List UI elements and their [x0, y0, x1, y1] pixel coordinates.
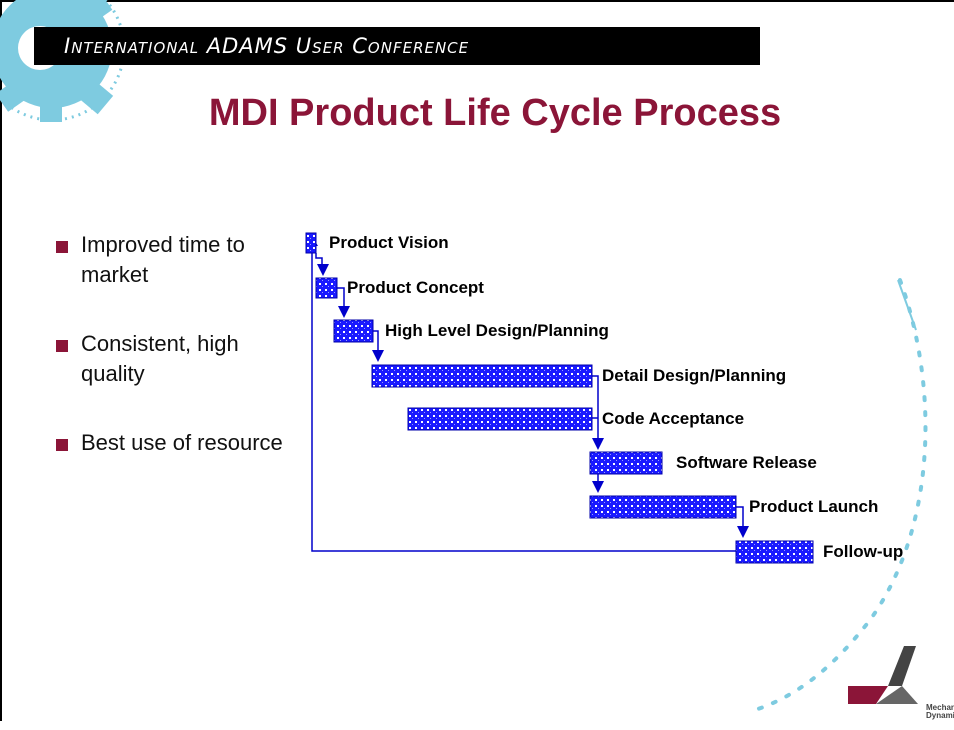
slide-title: MDI Product Life Cycle Process — [208, 92, 782, 134]
task-label: Software Release — [676, 453, 817, 472]
logo-text-line: Dynamics — [926, 711, 954, 720]
bullet-marker — [56, 340, 68, 352]
arrow-head — [338, 306, 350, 318]
arrow-head — [592, 481, 604, 493]
gantt-bar — [315, 277, 338, 299]
connector-line — [373, 330, 379, 356]
bullet-item: Consistent, high quality — [54, 329, 284, 389]
task-label: Product Vision — [329, 233, 449, 252]
decorative-arc — [753, 278, 928, 712]
conference-banner: International ADAMS User Conference — [34, 27, 760, 65]
arrow-head — [317, 264, 329, 276]
gantt-bar — [305, 232, 317, 254]
task-label: High Level Design/Planning — [385, 321, 609, 340]
connector-line — [736, 506, 744, 530]
logo-text-line: Mechanical — [926, 703, 954, 712]
gantt-bar — [589, 495, 737, 519]
slide-frame-top — [0, 0, 954, 2]
bullet-text: Best use of resource — [81, 430, 283, 455]
logo-text: Mechanical Dynamics — [926, 704, 954, 720]
arrow-head — [737, 526, 749, 538]
feedback-loop-line — [311, 246, 736, 552]
bullet-item: Improved time to market — [54, 230, 284, 290]
arrow-head — [592, 438, 604, 450]
connector-line — [592, 375, 599, 440]
connector-line — [337, 287, 345, 312]
task-label: Product Concept — [347, 278, 484, 297]
arrow-head — [372, 350, 384, 362]
slide-frame-left — [0, 0, 2, 721]
gantt-bar — [407, 407, 593, 431]
task-label: Follow-up — [823, 542, 903, 561]
banner-text: International ADAMS User Conference — [64, 34, 470, 58]
bullet-item: Best use of resource — [54, 428, 284, 458]
bullet-text: Consistent, high quality — [81, 331, 239, 386]
bullet-list: Improved time to market Consistent, high… — [54, 230, 284, 458]
company-logo-icon — [848, 646, 918, 704]
bullet-text: Improved time to market — [81, 232, 245, 287]
task-label: Code Acceptance — [602, 409, 744, 428]
bullet-marker — [56, 241, 68, 253]
task-label: Product Launch — [749, 497, 878, 516]
task-label: Detail Design/Planning — [602, 366, 786, 385]
gantt-bar — [371, 364, 593, 388]
gantt-bar — [589, 451, 663, 475]
bullet-marker — [56, 439, 68, 451]
gantt-bar — [333, 319, 374, 343]
gantt-bar — [735, 540, 814, 564]
